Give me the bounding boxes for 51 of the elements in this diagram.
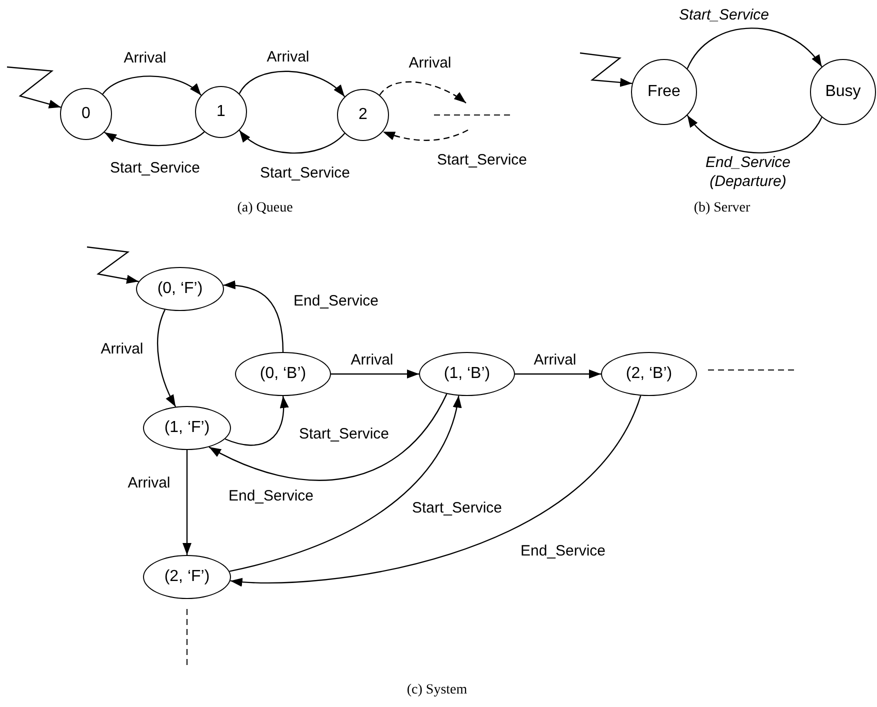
arrow bbox=[102, 76, 202, 96]
arrow bbox=[229, 396, 461, 572]
arrow bbox=[238, 70, 346, 98]
edge-label: Arrival bbox=[534, 350, 576, 370]
figure-caption: (b) Server bbox=[694, 200, 750, 218]
arrow bbox=[157, 309, 176, 408]
arrow bbox=[182, 450, 192, 555]
state-ellipse: (1, ‘F’) bbox=[143, 406, 231, 450]
state-circle: 2 bbox=[337, 89, 389, 141]
edge-label: End_Service bbox=[520, 542, 606, 560]
state-circle: 0 bbox=[60, 88, 112, 140]
arrow bbox=[223, 280, 284, 352]
arrow bbox=[382, 129, 468, 141]
edge-label: End_Service bbox=[293, 292, 379, 310]
edge-label: Arrival bbox=[266, 48, 310, 66]
state-circle: Busy bbox=[810, 59, 876, 125]
edge-label: End_Service (Departure) bbox=[704, 153, 792, 191]
arrow bbox=[230, 395, 642, 586]
state-ellipse: (0, ‘F’) bbox=[136, 267, 224, 311]
edge-label: Start_Service bbox=[412, 498, 502, 518]
state-ellipse: (1, ‘B’) bbox=[419, 352, 515, 396]
edge-label: Arrival bbox=[350, 350, 394, 370]
edge-label: Arrival bbox=[100, 340, 144, 358]
edge-label: Start_Service bbox=[678, 6, 770, 24]
arrow bbox=[379, 81, 466, 104]
arrow bbox=[86, 246, 139, 284]
edge-label: Arrival bbox=[124, 48, 166, 68]
state-ellipse: (0, ‘B’) bbox=[235, 352, 331, 396]
edge-label: Start_Service bbox=[260, 164, 350, 182]
edge-label: Start_Service bbox=[110, 158, 200, 178]
edge-label: Arrival bbox=[408, 54, 452, 72]
arrow bbox=[224, 396, 288, 446]
figure-caption: (a) Queue bbox=[237, 200, 293, 218]
state-circle: 1 bbox=[195, 86, 247, 138]
edge-label: End_Service bbox=[228, 486, 314, 506]
arrow bbox=[6, 66, 62, 108]
arrow bbox=[580, 52, 632, 87]
arrow bbox=[331, 370, 419, 378]
edge-label: Start_Service bbox=[436, 150, 528, 170]
figure-caption: (c) System bbox=[406, 682, 468, 700]
arrow bbox=[686, 28, 822, 69]
state-ellipse: (2, ‘B’) bbox=[601, 352, 697, 396]
edge-label: Start_Service bbox=[298, 424, 390, 444]
arrow bbox=[238, 130, 346, 154]
state-ellipse: (2, ‘F’) bbox=[143, 555, 231, 599]
state-circle: Free bbox=[631, 59, 697, 125]
arrow bbox=[104, 131, 205, 146]
arrow bbox=[686, 114, 822, 154]
edge-label: Arrival bbox=[128, 474, 170, 492]
arrow bbox=[208, 394, 448, 481]
arrow bbox=[515, 370, 601, 378]
